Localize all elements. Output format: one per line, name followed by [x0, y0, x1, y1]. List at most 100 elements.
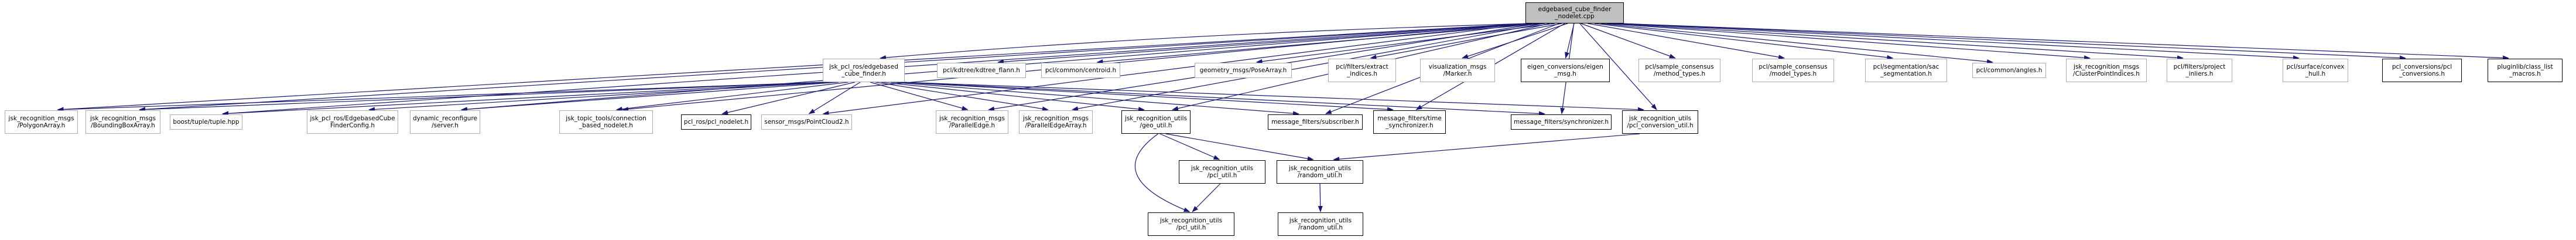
graph-node-m_connbased[interactable]: jsk_topic_tools/connection_based_nodelet…: [559, 110, 653, 134]
node-label-line: message_filters/synchronizer.h: [1513, 118, 1609, 126]
node-label-line: pcl/surface/convex: [2286, 63, 2345, 70]
graph-node-u_pclutil4[interactable]: jsk_recognition_utils/pcl_util.h: [1179, 160, 1265, 184]
graph-node-m_dynserver[interactable]: dynamic_reconfigure/server.h: [410, 110, 480, 134]
graph-node-m_sub[interactable]: message_filters/subscriber.h: [1268, 114, 1363, 130]
graph-node-h_model[interactable]: pcl/sample_consensus/model_types.h: [1752, 59, 1834, 82]
node-label-line: _conversions.h: [2399, 70, 2445, 77]
node-label-line: /model_types.h: [1769, 70, 1817, 77]
graph-node-m_geoutil[interactable]: jsk_recognition_utils/geo_util.h: [1121, 110, 1190, 134]
graph-node-h_marker[interactable]: visualization_msgs/Marker.h: [1420, 59, 1495, 82]
graph-node-m_pcd2[interactable]: sensor_msgs/PointCloud2.h: [761, 114, 852, 130]
include-edge-h_cube-to-m_pclnodelet: [721, 82, 856, 115]
graph-node-h_sacseg[interactable]: pcl/segmentation/sac_segmentation.h: [1865, 59, 1947, 82]
include-edge-h_cube-to-m_geoutil: [881, 82, 1145, 111]
include-edge-root-to-h_cluster: [1606, 23, 2091, 60]
include-edge-root-to-m_paredgearr: [1072, 23, 1544, 111]
node-label-line: _nodelet.cpp: [1555, 13, 1595, 20]
node-label-line: /random_util.h: [1297, 172, 1343, 179]
node-label-line: jsk_topic_tools/connection: [566, 114, 646, 122]
node-label-line: _segmentation.h: [1880, 70, 1932, 77]
graph-node-u_randutil4[interactable]: jsk_recognition_utils/random_util.h: [1277, 160, 1363, 184]
node-label-line: /ParallelEdge.h: [949, 122, 995, 129]
node-label-line: FinderConfig.h: [330, 122, 375, 129]
node-label-line: message_filters/time: [1377, 114, 1442, 122]
node-label-line: pluginlib/class_list: [2497, 63, 2553, 70]
node-label-line: geometry_msgs/PoseArray.h: [1199, 66, 1287, 74]
include-edge-m_pclconvutil-to-u_randutil4: [1333, 133, 1640, 162]
graph-node-u_pclutil5[interactable]: jsk_recognition_utils/pcl_util.h: [1148, 212, 1234, 236]
graph-node-m_boost[interactable]: boost/tuple/tuple.hpp: [170, 114, 242, 130]
graph-node-m_timesync[interactable]: message_filters/time_synchronizer.h: [1373, 110, 1446, 134]
node-label-line: /geo_util.h: [1140, 122, 1172, 129]
include-edge-h_cube-to-m_timesync: [896, 82, 1394, 112]
graph-node-h_posearray[interactable]: geometry_msgs/PoseArray.h: [1195, 63, 1292, 78]
graph-node-h_project[interactable]: pcl/filters/project_inliers.h: [2167, 59, 2232, 82]
node-label-line: _hull.h: [2305, 70, 2326, 77]
include-edge-root-to-h_posearray: [1255, 23, 1555, 64]
include-edge-h_cube-to-m_pcd2: [808, 82, 861, 114]
graph-node-m_bbox[interactable]: jsk_recognition_msgs/BoundingBoxArray.h: [85, 110, 160, 134]
graph-node-m_pclconvutil[interactable]: jsk_recognition_utils/pcl_conversion_uti…: [1622, 110, 1698, 134]
node-label-line: message_filters/subscriber.h: [1271, 118, 1359, 126]
node-label-line: jsk_pcl_ros/EdgebasedCube: [310, 114, 395, 122]
node-label-line: /pcl_util.h: [1207, 172, 1237, 179]
graph-node-m_sync[interactable]: message_filters/synchronizer.h: [1511, 114, 1612, 130]
node-label-line: dynamic_reconfigure: [412, 114, 477, 122]
node-label-line: jsk_recognition_utils: [1289, 217, 1352, 224]
node-label-line: pcl/filters/extract: [1336, 63, 1388, 70]
graph-node-h_kdtree[interactable]: pcl/kdtree/kdtree_flann.h: [937, 63, 1026, 78]
node-label-line: /random_util.h: [1298, 224, 1343, 231]
graph-node-h_centroid[interactable]: pcl/common/centroid.h: [1041, 63, 1120, 78]
include-edge-h_cube-to-m_pclconvutil: [901, 82, 1644, 112]
include-edge-root-to-h_extract: [1370, 23, 1562, 60]
include-edge-u_pclutil4-to-u_pclutil5: [1192, 183, 1221, 212]
node-label-line: sensor_msgs/PointCloud2.h: [764, 118, 849, 126]
include-edge-root-to-h_model: [1588, 23, 1785, 60]
node-label-line: /BoundingBoxArray.h: [91, 122, 155, 129]
node-label-line: /Marker.h: [1443, 70, 1472, 77]
include-edge-root-to-h_pluginlib: [1620, 23, 2509, 60]
graph-node-h_method[interactable]: pcl/sample_consensus/method_types.h: [1638, 59, 1720, 82]
include-edge-h_cube-to-m_polygon: [57, 82, 827, 112]
node-label-line: pcl/kdtree/kdtree_flann.h: [943, 66, 1020, 74]
node-label-line: jsk_recognition_msgs: [1023, 114, 1089, 122]
node-label-line: _synchronizer.h: [1386, 122, 1434, 129]
include-edge-root-to-h_eigenmsg: [1565, 23, 1575, 59]
node-label-line: _inliers.h: [2185, 70, 2214, 77]
node-label-line: jsk_recognition_utils: [1190, 164, 1254, 172]
graph-node-h_convex[interactable]: pcl/surface/convex_hull.h: [2283, 59, 2348, 82]
include-edge-root-to-h_method: [1581, 23, 1676, 59]
graph-node-m_polygon[interactable]: jsk_recognition_msgs/PolygonArray.h: [5, 110, 78, 134]
graph-node-h_cube[interactable]: jsk_pcl_ros/edgebased_cube_finder.h: [823, 59, 905, 82]
graph-node-h_pclconv[interactable]: pcl_conversions/pcl_conversions.h: [2382, 59, 2462, 82]
include-edge-root-to-h_cube: [880, 23, 1532, 60]
include-edge-h_cube-to-m_paredge: [870, 82, 969, 111]
graph-node-m_paredgearr[interactable]: jsk_recognition_msgs/ParallelEdgeArray.h: [1019, 110, 1093, 134]
include-edge-root-to-h_pclconv: [1620, 23, 2406, 60]
include-edge-root-to-m_pcd2: [822, 23, 1530, 116]
graph-node-u_randutil5[interactable]: jsk_recognition_utils/random_util.h: [1278, 212, 1363, 236]
node-label-line: _indices.h: [1346, 70, 1378, 77]
graph-node-m_paredge[interactable]: jsk_recognition_msgs/ParallelEdge.h: [936, 110, 1008, 134]
node-label-line: /PolygonArray.h: [17, 122, 66, 129]
graph-node-root: edgebased_cube_finder_nodelet.cpp: [1525, 2, 1624, 23]
include-edge-m_geoutil-to-u_randutil4: [1165, 133, 1314, 161]
include-edge-root-to-h_project: [1612, 23, 2184, 60]
node-label-line: _macros.h: [2509, 70, 2541, 77]
node-label-line: jsk_recognition_utils: [1629, 114, 1692, 122]
graph-node-h_cluster[interactable]: jsk_recognition_msgs/ClusterPointIndices…: [2066, 59, 2147, 82]
node-label-line: jsk_recognition_utils: [1159, 217, 1223, 224]
include-edge-root-to-m_pclconvutil: [1579, 23, 1657, 110]
include-edge-root-to-h_centroid: [1096, 23, 1545, 65]
include-edge-m_geoutil-to-u_pclutil4: [1159, 133, 1220, 160]
node-label-line: pcl_conversions/pcl: [2392, 63, 2452, 70]
include-edge-h_cube-to-m_connbased: [615, 82, 849, 111]
graph-node-h_extract[interactable]: pcl/filters/extract_indices.h: [1328, 59, 1396, 82]
graph-node-m_pclnodelet[interactable]: pcl_ros/pcl_nodelet.h: [681, 114, 751, 130]
graph-node-h_pluginlib[interactable]: pluginlib/class_list_macros.h: [2488, 59, 2563, 82]
graph-node-h_eigenmsg[interactable]: eigen_conversions/eigen_msg.h: [1521, 59, 1610, 82]
node-label-line: /method_types.h: [1653, 70, 1706, 77]
graph-node-h_angles[interactable]: pcl/common/angles.h: [1972, 63, 2046, 78]
